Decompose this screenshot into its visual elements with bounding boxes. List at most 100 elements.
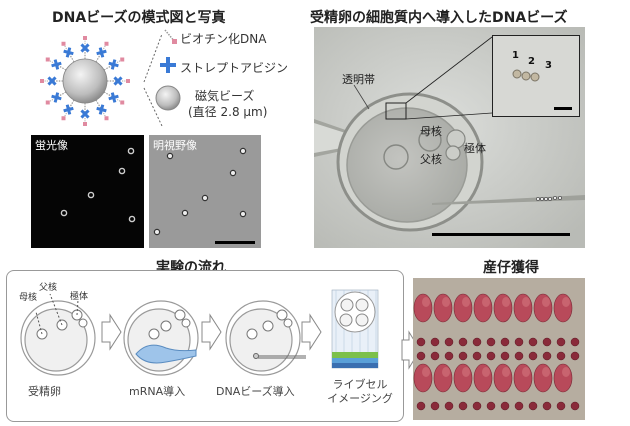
placenta [500,337,510,347]
placenta [542,401,552,411]
placenta [416,401,426,411]
placenta [458,351,468,361]
brightfield-image: 明視野像 [149,135,261,248]
placenta [528,351,538,361]
step-dna-bead-label: DNAビーズ導入 [216,385,295,398]
biotin-dna-tag [104,41,109,46]
pup [493,363,513,393]
biotin-dna-tag [83,122,87,126]
inset-label-1: 1 [512,50,519,61]
inset-label-3: 3 [545,60,552,71]
brightfield-beads [153,147,255,244]
biotin-dna-tag [61,41,66,46]
legend-diameter: (直径 2.8 μm) [188,105,268,119]
polar-body-label: 極体 [464,142,486,155]
placenta [416,337,426,347]
placenta [556,401,566,411]
offspring-photo [413,278,585,420]
placenta [444,401,454,411]
scale-bar [215,241,255,244]
micrograph-scale-bar [432,233,570,236]
flow-polar-body-label: 極体 [70,292,89,302]
placenta [500,401,510,411]
biotin-dna-tag [61,116,66,121]
paternal-label: 父核 [420,153,442,166]
placenta [472,337,482,347]
placenta [514,401,524,411]
streptavidin-cross [108,59,119,70]
streptavidin-cross [108,92,119,103]
pup [533,363,553,393]
placenta [570,351,580,361]
pup [493,293,513,323]
fluorescence-image: 蛍光像 [31,135,144,248]
streptavidin-cross [113,76,123,86]
pup [433,363,453,393]
streptavidin-cross [47,76,57,86]
pup [413,363,433,393]
placenta [472,401,482,411]
biotin-dna-tag [40,79,44,83]
maternal-label: 母核 [420,125,442,138]
placenta [472,351,482,361]
fluorescence-label: 蛍光像 [35,139,68,152]
streptavidin-cross [51,59,62,70]
pup [453,293,473,323]
step-mrna-label: mRNA導入 [129,385,186,398]
dna-beads-title: DNAビーズの模式図と写真 [52,10,226,26]
biotin-dna-tag [120,57,125,62]
live-imaging-step [331,289,379,369]
placenta [514,337,524,347]
placenta [556,351,566,361]
placenta [416,351,426,361]
placenta [486,337,496,347]
placenta [430,351,440,361]
zygote-step [20,293,96,376]
legend-biotin-dna: ビオチン化DNA [180,32,267,46]
mrna-step [123,300,199,376]
dna-bead-schematic [40,36,130,126]
magnetic-bead-shape [62,58,108,104]
placenta [430,337,440,347]
placenta [542,337,552,347]
placenta [500,351,510,361]
inset-magnified: 1 2 3 [492,35,580,117]
brightfield-label: 明視野像 [153,139,197,152]
inset-beads [512,69,572,110]
fluorescent-beads [60,147,136,223]
pup [473,293,493,323]
placenta [570,337,580,347]
step-live-imaging-label: ライブセル イメージング [327,378,393,405]
streptavidin-cross [96,104,107,115]
streptavidin-cross [80,43,90,53]
flow-paternal-label: 父核 [39,283,58,293]
placenta [570,401,580,411]
step-zygote-label: 受精卵 [28,385,61,398]
placenta [458,401,468,411]
placenta [514,351,524,361]
pups-and-placentas [413,293,580,411]
flow-graphics [20,289,379,376]
zona-label: 透明帯 [342,73,375,86]
injection-micrograph: 1 2 3 透明帯 母核 父核 極体 [314,27,585,248]
pup [413,293,433,323]
placenta [528,337,538,347]
injection-title: 受精卵の細胞質内へ導入したDNAビーズ [310,10,568,26]
streptavidin-cross [63,104,74,115]
biotin-dna-tag [104,116,109,121]
streptavidin-icon [160,57,176,73]
biotin-dna-tag [120,100,125,105]
streptavidin-cross [80,109,90,119]
streptavidin-cross [63,47,74,58]
placenta [528,401,538,411]
pup [513,293,533,323]
placenta [486,401,496,411]
flow-maternal-label: 母核 [19,293,38,303]
biotin-dna-tag [45,100,50,105]
offspring-title: 産仔獲得 [483,260,539,276]
inset-label-2: 2 [528,56,535,67]
placenta [542,351,552,361]
biotin-dna-tag [83,36,87,40]
legend-connector-lines [143,33,163,127]
streptavidin-cross [51,92,62,103]
